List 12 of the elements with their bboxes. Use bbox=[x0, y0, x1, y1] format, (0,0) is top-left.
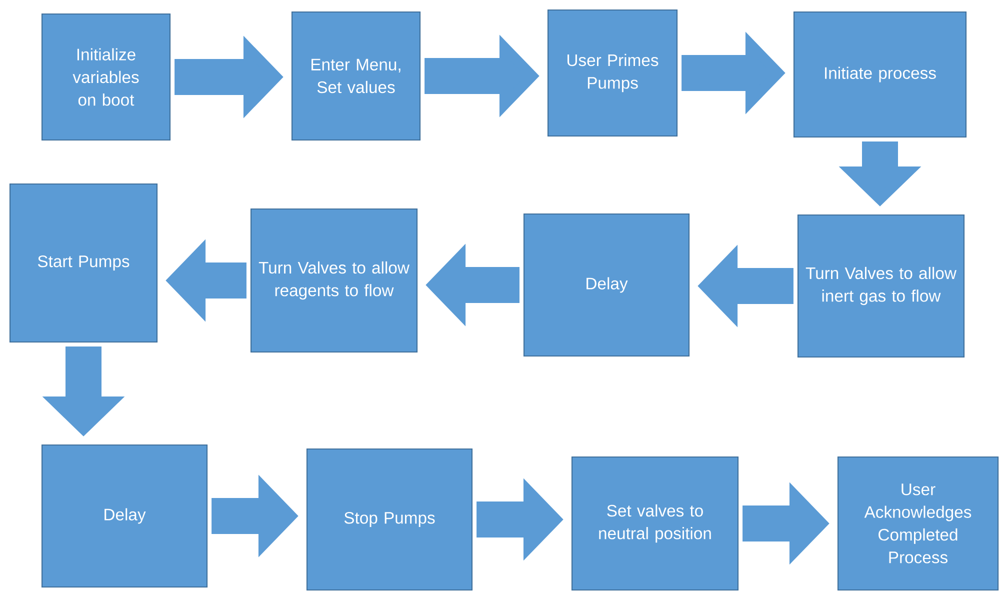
process-box: User Acknowledges Completed Process bbox=[837, 456, 999, 591]
process-box: Initiate process bbox=[793, 11, 967, 138]
process-box: Enter Menu, Set values bbox=[291, 11, 421, 141]
process-box: Delay bbox=[41, 444, 208, 588]
process-box: User Primes Pumps bbox=[547, 9, 678, 137]
process-box: Initialize variables on boot bbox=[41, 13, 171, 141]
process-box: Set valves to neutral position bbox=[571, 456, 739, 591]
process-box: Turn Valves to allow reagents to flow bbox=[250, 208, 418, 353]
process-box: Turn Valves to allow inert gas to flow bbox=[797, 214, 965, 358]
process-box: Delay bbox=[523, 213, 690, 357]
process-box: Start Pumps bbox=[9, 183, 158, 343]
process-box: Stop Pumps bbox=[306, 448, 473, 591]
